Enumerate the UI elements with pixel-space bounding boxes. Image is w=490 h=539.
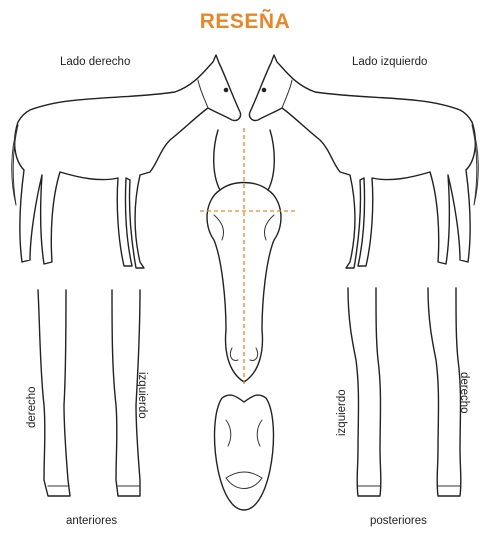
hind-legs-label: posteriores — [370, 515, 427, 527]
horse-right-side — [12, 55, 241, 268]
front-right-leg — [38, 290, 70, 496]
hind-left-leg-label: izquierdo — [336, 389, 348, 436]
front-right-leg-label: derecho — [26, 386, 38, 428]
front-left-leg-label: izquierdo — [136, 372, 148, 419]
muzzle-view — [215, 395, 274, 510]
center-guides — [200, 128, 298, 385]
hind-right-leg — [428, 288, 461, 496]
horse-left-side — [249, 55, 478, 268]
hind-right-leg-label: derecho — [458, 372, 470, 414]
hind-left-leg — [348, 288, 381, 496]
front-legs-label: anteriores — [66, 515, 117, 527]
